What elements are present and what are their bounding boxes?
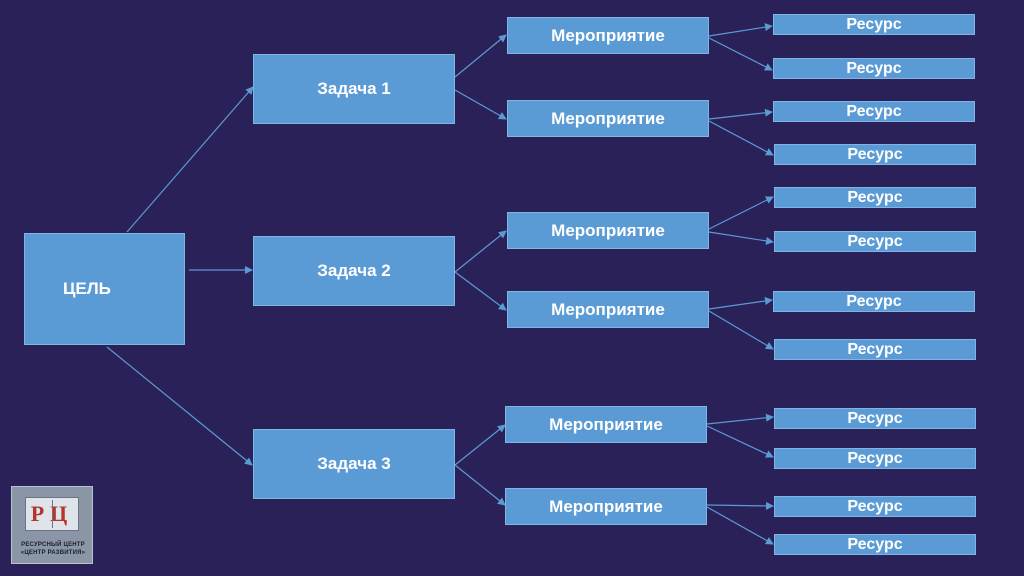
connector-task-3-event-5 <box>454 424 506 466</box>
goal-box: ЦЕЛЬ <box>24 233 185 345</box>
resource-label: Ресурс <box>847 146 903 163</box>
event-label: Мероприятие <box>551 108 665 128</box>
resource-label: Ресурс <box>847 498 903 515</box>
connector-task-3-event-6 <box>454 464 506 506</box>
event-label: Мероприятие <box>551 220 665 240</box>
resource-box-1: Ресурс <box>773 14 975 35</box>
task-box-2: Задача 2 <box>253 236 455 306</box>
connector-event-3-res-6 <box>708 231 774 245</box>
connector-event-6-res-11 <box>706 501 774 510</box>
logo-line-1: РЕСУРСНЫЙ ЦЕНТР <box>21 542 85 548</box>
resource-label: Ресурс <box>846 103 902 120</box>
event-box-5: Мероприятие <box>505 406 707 443</box>
connector-event-1-res-2 <box>708 37 773 71</box>
event-box-1: Мероприятие <box>507 17 709 54</box>
resource-label: Ресурс <box>847 189 903 206</box>
task-label: Задача 2 <box>317 261 391 280</box>
connector-event-4-res-8 <box>708 310 774 350</box>
connector-event-5-res-10 <box>706 425 774 458</box>
resource-label: Ресурс <box>846 60 902 77</box>
connector-task-2-event-4 <box>454 271 507 311</box>
event-label: Мероприятие <box>551 299 665 319</box>
task-label: Задача 3 <box>317 454 391 473</box>
resource-box-3: Ресурс <box>773 101 975 122</box>
event-box-6: Мероприятие <box>505 488 707 525</box>
connector-task-1-event-1 <box>454 34 507 78</box>
resource-box-11: Ресурс <box>774 496 976 517</box>
connector-event-4-res-7 <box>708 297 773 310</box>
goal-label: ЦЕЛЬ <box>63 279 111 298</box>
resource-label: Ресурс <box>847 341 903 358</box>
resource-label: Ресурс <box>847 536 903 553</box>
logo-line-2: «ЦЕНТР РАЗВИТИЯ» <box>20 550 86 556</box>
resource-box-5: Ресурс <box>774 187 976 208</box>
event-box-2: Мероприятие <box>507 100 709 137</box>
resource-box-4: Ресурс <box>774 144 976 165</box>
resource-box-8: Ресурс <box>774 339 976 360</box>
resource-box-2: Ресурс <box>773 58 975 79</box>
resource-center-logo: РЦ РЕСУРСНЫЙ ЦЕНТР «ЦЕНТР РАЗВИТИЯ» <box>11 486 93 564</box>
resource-box-6: Ресурс <box>774 231 976 252</box>
task-box-1: Задача 1 <box>253 54 455 124</box>
task-label: Задача 1 <box>317 79 391 98</box>
resource-label: Ресурс <box>846 293 902 310</box>
event-label: Мероприятие <box>549 496 663 516</box>
connector-task-1-event-2 <box>454 89 507 120</box>
connector-event-3-res-5 <box>708 196 774 230</box>
event-label: Мероприятие <box>549 414 663 434</box>
resource-box-7: Ресурс <box>773 291 975 312</box>
resource-box-10: Ресурс <box>774 448 976 469</box>
resource-box-12: Ресурс <box>774 534 976 555</box>
connector-goal-task-1 <box>126 86 254 233</box>
resource-label: Ресурс <box>846 16 902 33</box>
resource-box-9: Ресурс <box>774 408 976 429</box>
connector-goal-task-3 <box>106 346 253 466</box>
connector-event-2-res-3 <box>708 108 773 120</box>
connector-task-2-event-3 <box>454 230 507 273</box>
connector-event-1-res-1 <box>708 23 773 37</box>
resource-label: Ресурс <box>847 410 903 427</box>
connector-event-5-res-9 <box>706 413 774 425</box>
resource-label: Ресурс <box>847 233 903 250</box>
connector-event-2-res-4 <box>708 120 774 156</box>
event-box-3: Мероприятие <box>507 212 709 249</box>
logo-divider <box>52 500 53 528</box>
resource-label: Ресурс <box>847 450 903 467</box>
event-box-4: Мероприятие <box>507 291 709 328</box>
connector-event-6-res-12 <box>706 506 774 545</box>
event-label: Мероприятие <box>551 25 665 45</box>
task-box-3: Задача 3 <box>253 429 455 499</box>
